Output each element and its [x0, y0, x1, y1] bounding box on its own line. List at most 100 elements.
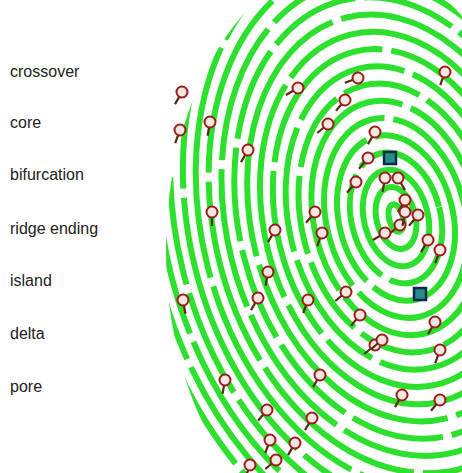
minutia-circle [271, 455, 282, 466]
minutia-marker [265, 455, 281, 469]
minutia-marker [205, 117, 216, 136]
minutia-circle [293, 83, 304, 94]
minutia-marker [395, 390, 408, 408]
minutia-marker [359, 153, 373, 169]
minutia-circle [307, 413, 318, 424]
minutia-circle [243, 145, 254, 156]
minutia-marker [317, 228, 328, 247]
minutia-marker [440, 67, 451, 86]
minutia-marker [251, 293, 264, 311]
ridge-line [91, 0, 462, 473]
minutia-circle [177, 87, 188, 98]
minutia-marker [368, 127, 381, 145]
minutia-circle [270, 225, 281, 236]
minutia-circle [370, 127, 381, 138]
singular-point-marker [414, 288, 426, 300]
minutia-circle [397, 390, 408, 401]
ridge-line [75, 0, 462, 473]
minutia-circle [351, 177, 362, 188]
minutia-marker [245, 460, 256, 473]
minutia-circle [290, 438, 301, 449]
minutia-marker [371, 335, 387, 349]
minutia-marker [288, 438, 301, 456]
minutia-circle [310, 207, 321, 218]
minutia-circle [340, 95, 351, 106]
minutia-marker [428, 317, 441, 335]
minutia-label: pore [8, 377, 44, 396]
minutia-marker [393, 173, 406, 191]
minutia-circle [265, 435, 276, 446]
minutia-marker [178, 295, 189, 314]
minutia-circle [207, 207, 218, 218]
minutia-marker [345, 73, 364, 84]
ridge-line [108, 0, 462, 473]
minutia-marker [313, 370, 326, 388]
minutia-circle [315, 370, 326, 381]
minutia-marker [207, 207, 218, 227]
minutia-marker [306, 207, 320, 223]
minutia-circle [380, 173, 391, 184]
ridge-line [255, 43, 462, 394]
minutia-circle [263, 267, 274, 278]
minutia-marker [305, 413, 318, 431]
minutia-marker [268, 225, 281, 243]
minutia-circle [341, 287, 352, 298]
minutia-circle [413, 210, 424, 221]
minutia-circle [435, 395, 446, 406]
minutia-circle [323, 119, 334, 130]
minutia-marker [400, 207, 411, 226]
minutia-marker [380, 173, 391, 192]
minutia-marker [175, 125, 186, 144]
minutia-marker [351, 310, 365, 326]
minutia-circle [400, 207, 411, 218]
minutia-circle [303, 295, 314, 306]
minutia-circle [317, 228, 328, 239]
minutia-marker [241, 145, 254, 163]
minutia-marker [431, 395, 445, 411]
singular-point-marker [384, 152, 396, 164]
minutia-circle [205, 117, 216, 128]
minutia-circle [393, 173, 404, 184]
minutia-circle [220, 375, 231, 386]
minutia-marker [336, 95, 350, 111]
minutia-circle [400, 195, 411, 206]
ridge-line [42, 0, 462, 473]
ridge-line [59, 0, 462, 473]
minutia-marker [263, 267, 274, 286]
minutia-marker [335, 287, 351, 301]
minutia-marker [303, 295, 314, 314]
minutia-marker [175, 87, 188, 105]
ridge-line [189, 0, 462, 473]
ridge-line [369, 183, 422, 254]
minutia-circle [423, 235, 434, 246]
minutia-circle [440, 67, 451, 78]
minutia-label: core [8, 113, 43, 132]
minutia-circle [377, 335, 388, 346]
minutia-circle [353, 73, 364, 84]
minutia-circle [355, 310, 366, 321]
minutia-marker [435, 245, 446, 264]
minutia-marker [435, 345, 446, 364]
minutia-marker [220, 375, 231, 394]
minutia-label: island [8, 271, 54, 290]
minutia-circle [262, 405, 273, 416]
minutia-circle [175, 125, 186, 136]
minutia-marker [286, 83, 304, 96]
minutia-label: bifurcation [8, 165, 86, 184]
minutia-marker [373, 228, 391, 241]
minutia-circle [178, 295, 189, 306]
minutia-circle [363, 153, 374, 164]
minutia-label: crossover [8, 62, 81, 81]
minutiae-group [175, 67, 451, 473]
minutia-circle [435, 245, 446, 256]
minutia-marker [317, 119, 333, 133]
minutia-marker [265, 435, 276, 454]
minutia-label: delta [8, 324, 47, 343]
minutia-circle [380, 228, 391, 239]
minutia-circle [253, 293, 264, 304]
